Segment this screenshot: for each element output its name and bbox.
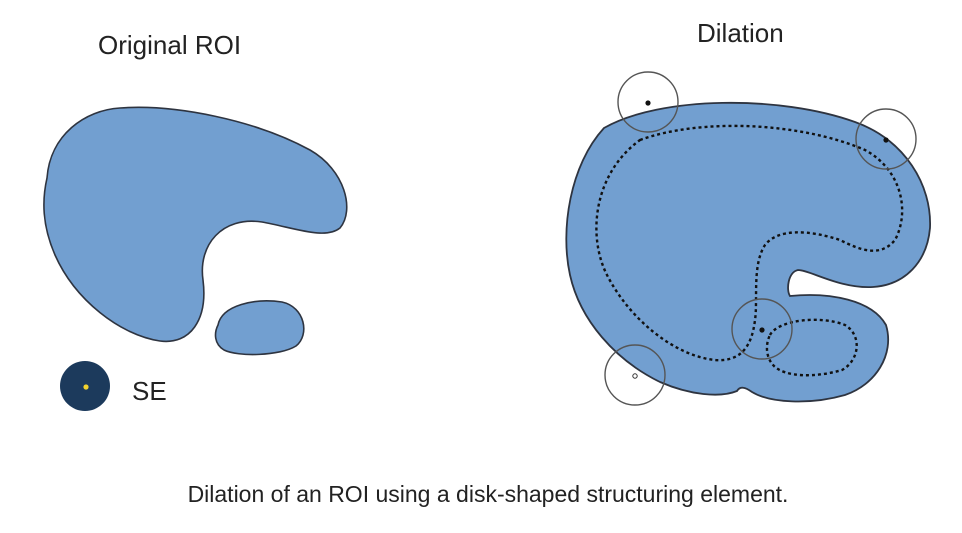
dilated-roi-region: [565, 101, 931, 403]
figure-caption: Dilation of an ROI using a disk-shaped s…: [187, 481, 789, 507]
original-roi-small-region: [214, 300, 305, 356]
original-roi-main-region: [43, 106, 348, 343]
probe-center-top-left: [645, 100, 651, 106]
probe-center-top-right: [883, 137, 889, 143]
structuring-element-center-dot: [83, 384, 89, 390]
probe-center-middle: [759, 327, 765, 333]
probe-circle-top-left: [617, 71, 679, 133]
probe-circle-top-right: [855, 108, 917, 170]
probe-center-outside: [632, 373, 638, 379]
original-roi-title: Original ROI: [98, 30, 242, 60]
original-small-island-dashed-outline: [765, 318, 858, 377]
probe-circle-outside: [604, 344, 666, 406]
dilation-title: Dilation: [697, 18, 784, 48]
original-boundary-dashed-outline: [595, 124, 904, 362]
probe-circle-middle: [731, 298, 793, 360]
structuring-element-label: SE: [132, 376, 167, 406]
